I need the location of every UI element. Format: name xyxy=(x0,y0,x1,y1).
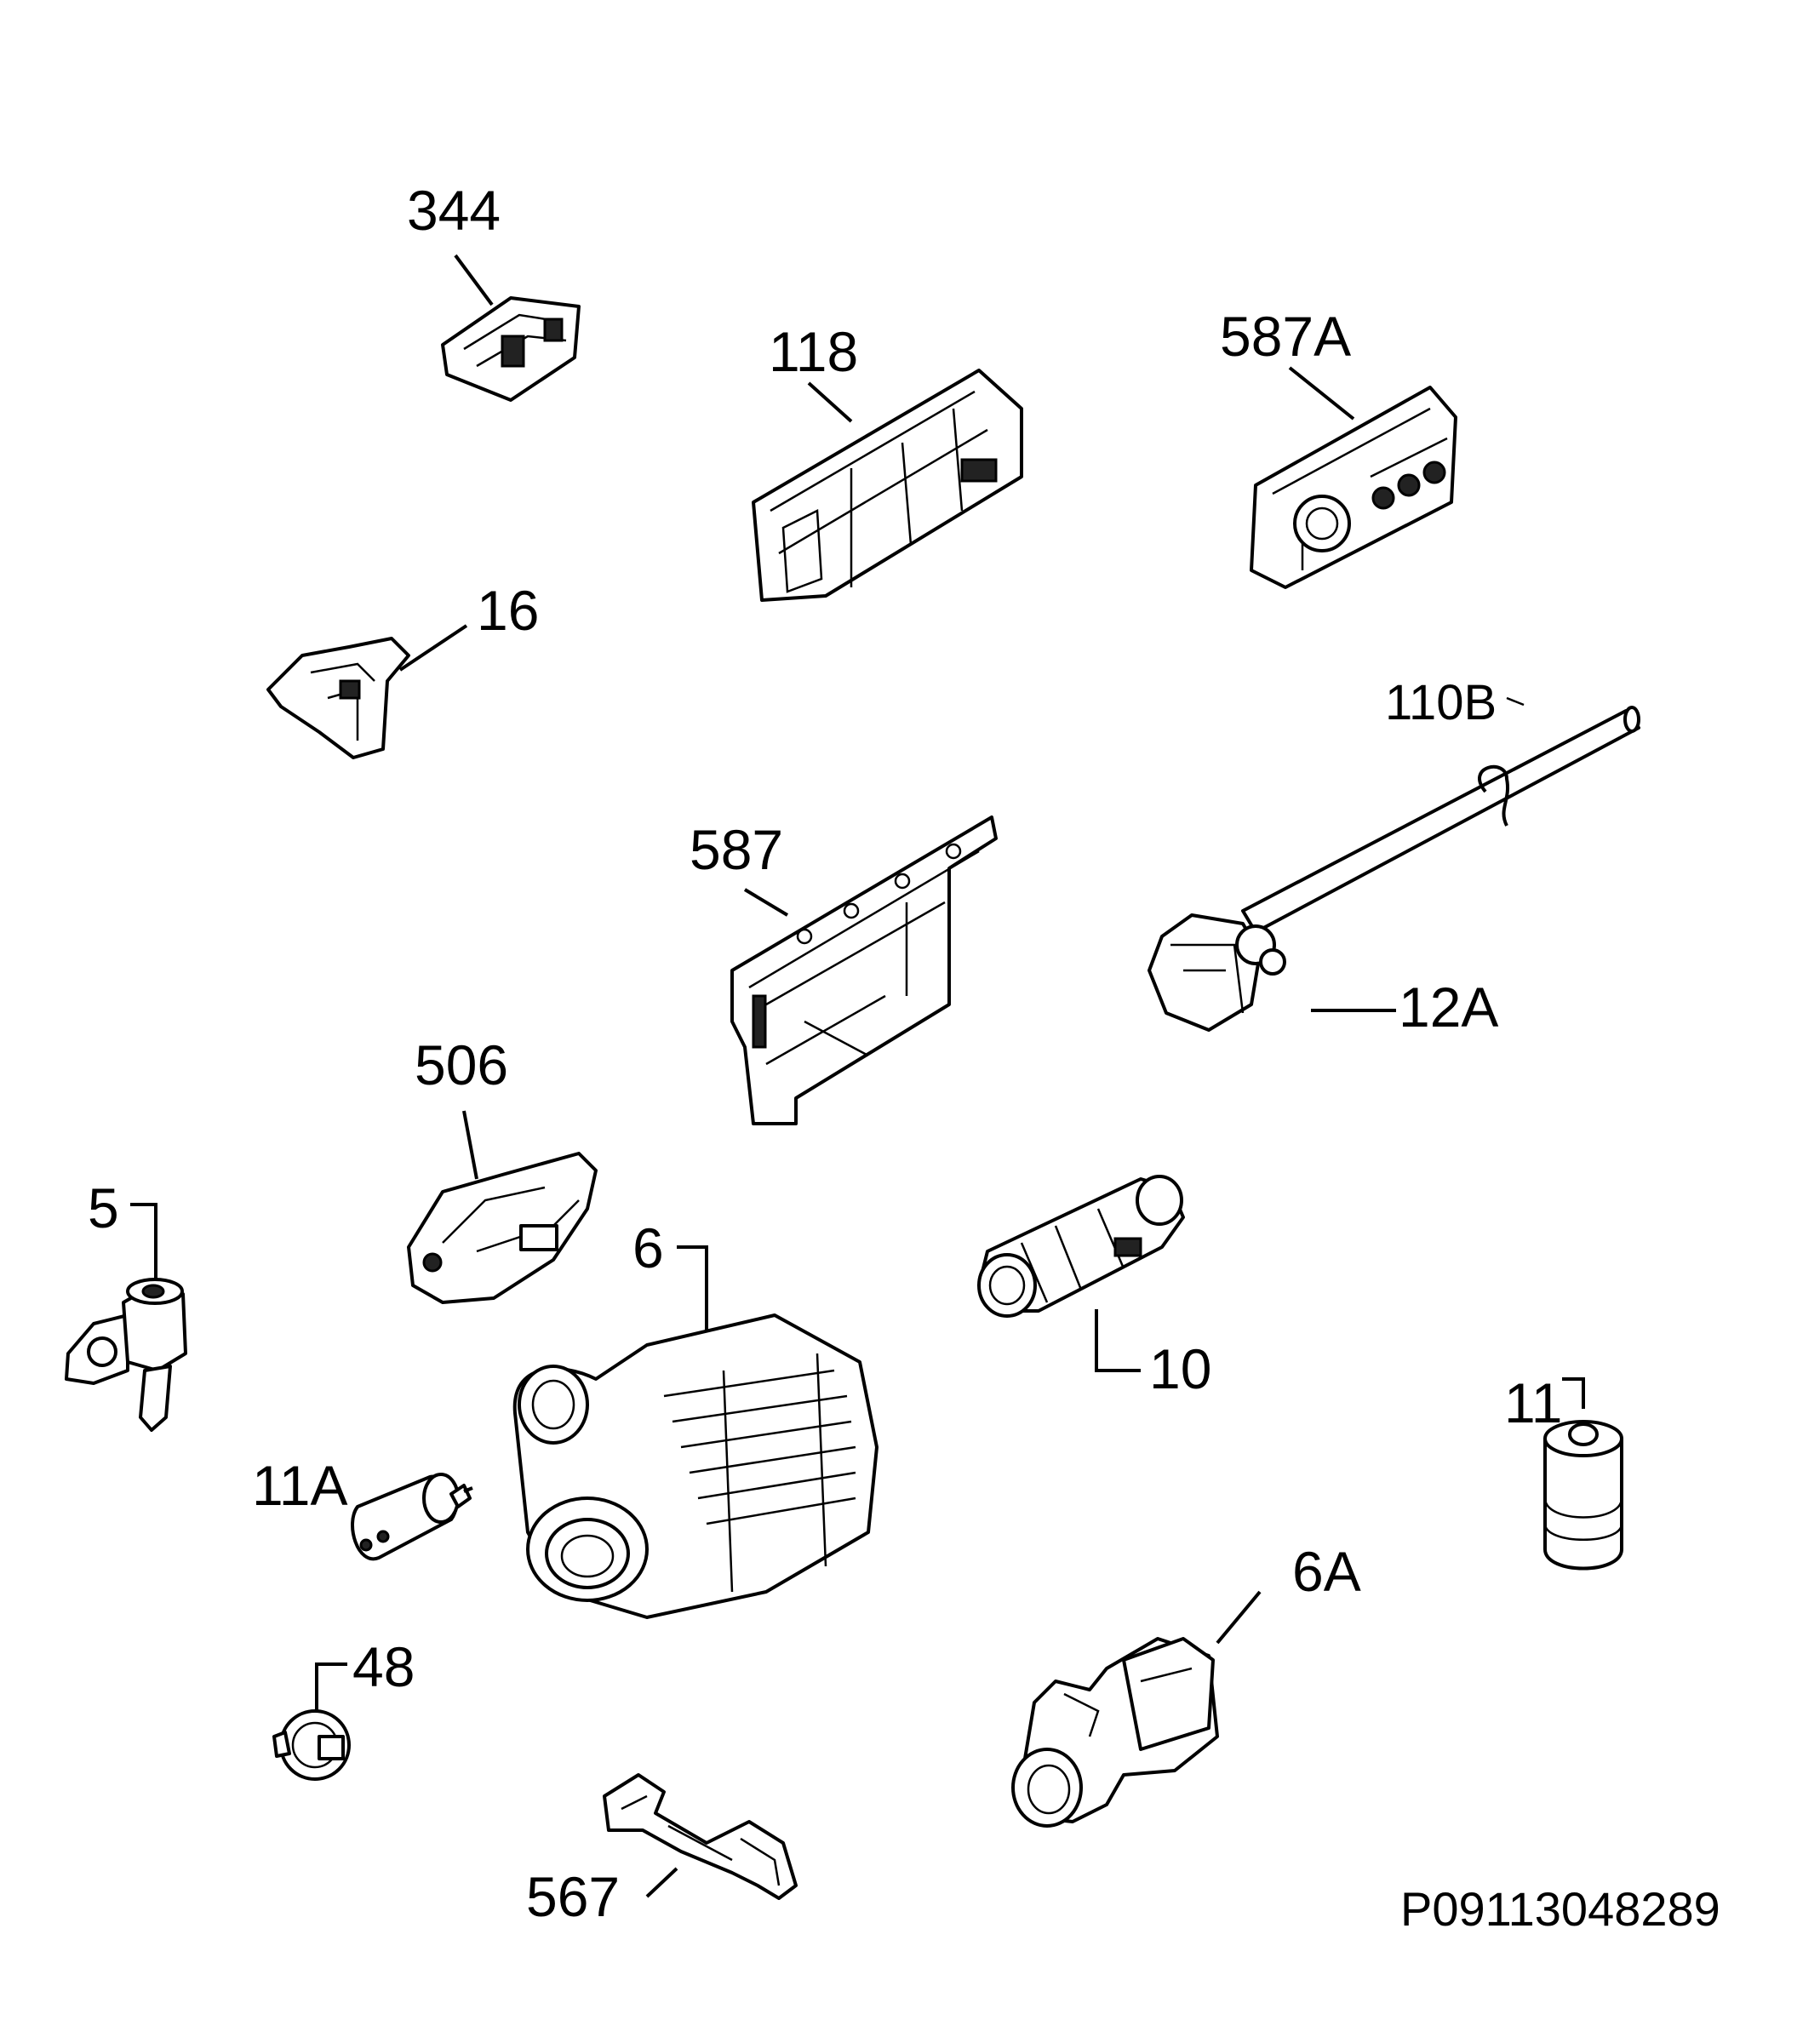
label-11A[interactable]: 11A xyxy=(252,1454,348,1517)
part-344[interactable] xyxy=(441,254,581,402)
label-6A[interactable]: 6A xyxy=(1292,1540,1361,1603)
part-6[interactable] xyxy=(512,1245,879,1619)
label-5[interactable]: 5 xyxy=(88,1176,119,1239)
part-12A[interactable] xyxy=(1148,913,1396,1032)
label-587A[interactable]: 587A xyxy=(1220,305,1352,368)
part-11[interactable] xyxy=(1543,1377,1623,1571)
part-110B[interactable] xyxy=(1241,696,1640,934)
part-10[interactable] xyxy=(977,1175,1185,1372)
part-11A[interactable] xyxy=(351,1473,473,1561)
label-110B[interactable]: 110B xyxy=(1385,675,1497,730)
label-12A[interactable]: 12A xyxy=(1399,976,1499,1039)
label-11[interactable]: 11 xyxy=(1504,1371,1563,1434)
part-16[interactable] xyxy=(266,624,468,759)
label-10[interactable]: 10 xyxy=(1149,1337,1212,1400)
drawing-code: P09113048289 xyxy=(1400,1882,1720,1936)
label-344[interactable]: 344 xyxy=(407,179,501,242)
part-48[interactable] xyxy=(272,1662,351,1781)
part-587[interactable] xyxy=(730,815,998,1125)
label-48[interactable]: 48 xyxy=(352,1635,415,1698)
part-506[interactable] xyxy=(407,1110,598,1304)
part-118[interactable] xyxy=(752,369,1023,602)
label-6[interactable]: 6 xyxy=(632,1216,664,1279)
label-567[interactable]: 567 xyxy=(526,1865,621,1928)
part-5[interactable] xyxy=(65,1203,187,1432)
label-16[interactable]: 16 xyxy=(477,579,540,642)
label-506[interactable]: 506 xyxy=(415,1033,509,1096)
label-118[interactable]: 118 xyxy=(769,320,859,383)
part-6A[interactable] xyxy=(1011,1590,1262,1828)
label-587[interactable]: 587 xyxy=(690,818,784,881)
part-567[interactable] xyxy=(603,1773,798,1900)
part-587A[interactable] xyxy=(1250,366,1457,589)
